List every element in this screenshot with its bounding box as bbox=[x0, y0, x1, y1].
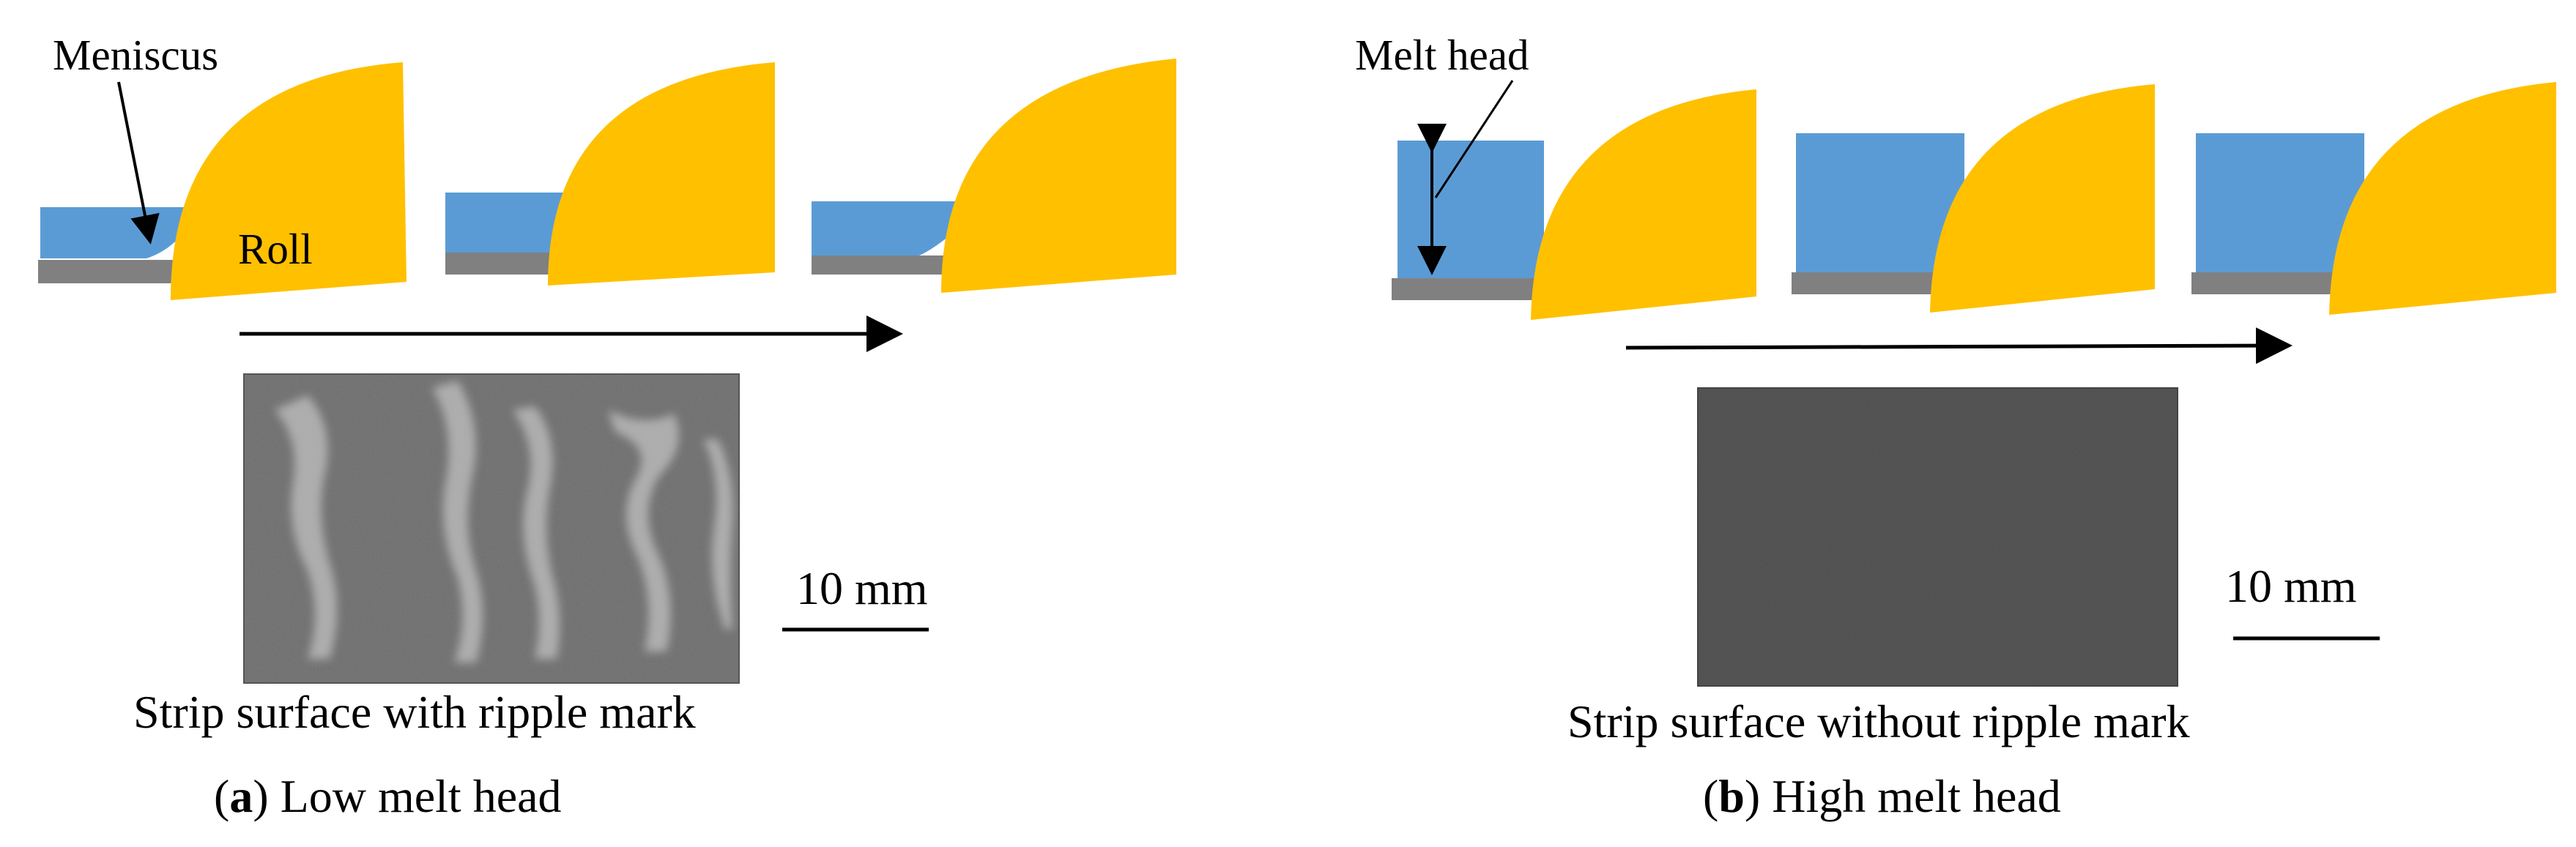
panel-a: Meniscus Roll 10 mm Strip surface with r… bbox=[38, 31, 1176, 822]
strip-surface-photo-a bbox=[243, 373, 740, 684]
roll bbox=[1531, 89, 1756, 320]
strip-surface-photo-b bbox=[1697, 387, 2178, 687]
photo-caption-a: Strip surface with ripple mark bbox=[133, 686, 696, 738]
panel-title-b: (b) High melt head bbox=[1703, 770, 2061, 822]
panel-b-stage-3 bbox=[2191, 82, 2556, 315]
strip bbox=[1792, 272, 1938, 294]
panel-b-stage-1 bbox=[1392, 89, 1756, 320]
roll bbox=[548, 62, 775, 286]
strip bbox=[812, 255, 958, 275]
panel-b: Melt head 10 mm Strip surface without ri… bbox=[1355, 31, 2556, 822]
strip bbox=[1392, 278, 1538, 300]
meniscus-label: Meniscus bbox=[53, 31, 218, 79]
roll bbox=[1930, 84, 2155, 313]
melt-pool bbox=[1398, 141, 1544, 278]
roll bbox=[2329, 82, 2556, 315]
roll bbox=[170, 62, 407, 300]
panel-a-stage-2 bbox=[445, 62, 775, 286]
panel-title-a: (a) Low melt head bbox=[214, 770, 562, 822]
melt-pool bbox=[40, 207, 187, 258]
melt-head-label: Melt head bbox=[1355, 31, 1529, 79]
melt-pool bbox=[2196, 133, 2364, 272]
melt-head-pointer bbox=[1434, 80, 1514, 198]
meniscus-pointer bbox=[117, 81, 160, 245]
melt-pool bbox=[445, 193, 566, 253]
casting-direction-arrow bbox=[1625, 327, 2293, 365]
roll-label: Roll bbox=[238, 225, 313, 273]
scale-bar-label-b: 10 mm bbox=[2225, 560, 2357, 612]
panel-b-stage-2 bbox=[1792, 84, 2155, 313]
strip bbox=[445, 253, 555, 275]
panel-letter-b: b bbox=[1718, 770, 1745, 822]
panel-a-stage-3 bbox=[812, 59, 1176, 293]
roll bbox=[941, 59, 1176, 293]
panel-letter-a: a bbox=[229, 770, 253, 822]
photo-caption-b: Strip surface without ripple mark bbox=[1567, 695, 2190, 747]
melt-pool bbox=[812, 201, 958, 255]
panel-title-text-a: Low melt head bbox=[269, 770, 562, 822]
melt-pool bbox=[1796, 133, 1964, 272]
strip bbox=[2191, 272, 2338, 294]
strip bbox=[38, 260, 185, 283]
panel-title-text-b: High melt head bbox=[1760, 770, 2061, 822]
panel-a-stage-1 bbox=[38, 62, 407, 300]
scale-bar-label-a: 10 mm bbox=[796, 562, 928, 614]
